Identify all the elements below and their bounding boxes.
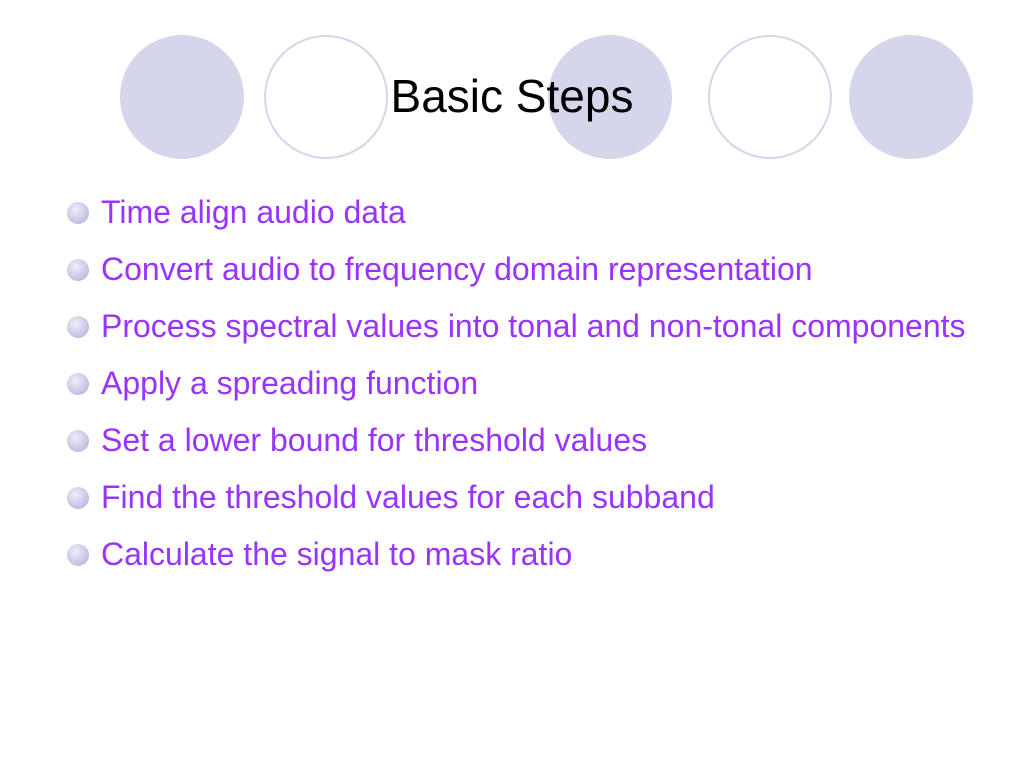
decorative-circle-outline [708,35,832,159]
bullet-text: Find the threshold values for each subba… [101,479,715,515]
decorative-circle-filled [120,35,244,159]
bullet-item: Process spectral values into tonal and n… [66,304,966,349]
bullet-item: Time align audio data [66,190,966,235]
bullet-item: Apply a spreading function [66,361,966,406]
bullet-icon [67,487,89,509]
bullet-list: Time align audio data Convert audio to f… [66,190,966,589]
slide-title: Basic Steps [0,68,1024,124]
bullet-item: Set a lower bound for threshold values [66,418,966,463]
bullet-text: Convert audio to frequency domain repres… [101,251,813,287]
decorative-circle-filled [849,35,973,159]
slide-title-text: Basic Steps [390,70,634,122]
decorative-circle-outline [264,35,388,159]
bullet-icon [67,316,89,338]
bullet-icon [67,202,89,224]
bullet-icon [67,259,89,281]
bullet-text: Apply a spreading function [101,365,479,401]
bullet-item: Find the threshold values for each subba… [66,475,966,520]
decorative-circle-filled [548,35,672,159]
bullet-text: Calculate the signal to mask ratio [101,536,573,572]
bullet-item: Convert audio to frequency domain repres… [66,247,966,292]
bullet-item: Calculate the signal to mask ratio [66,532,966,577]
bullet-text: Set a lower bound for threshold values [101,422,648,458]
bullet-text: Time align audio data [101,194,406,230]
bullet-text: Process spectral values into tonal and n… [101,308,966,344]
bullet-icon [67,544,89,566]
bullet-icon [67,430,89,452]
bullet-icon [67,373,89,395]
